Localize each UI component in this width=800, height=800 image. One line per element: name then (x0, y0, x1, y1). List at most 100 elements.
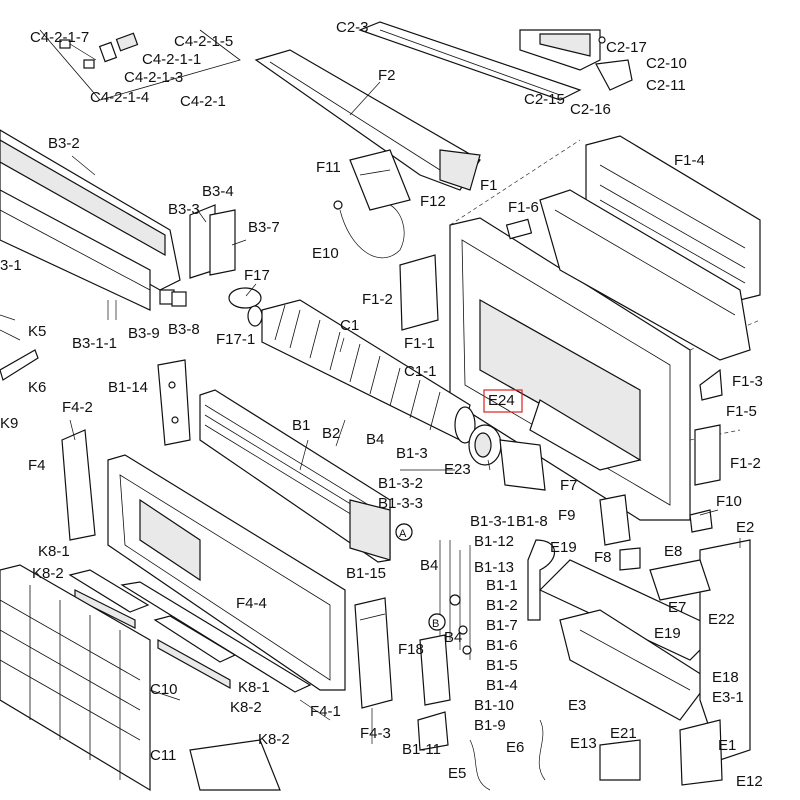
f4-3-panel (354, 597, 393, 709)
label-e22: E22 (708, 611, 735, 628)
label-f4: F4 (28, 457, 46, 474)
label-b3-2: B3-2 (48, 135, 80, 152)
label-b1-3-1: B1-3-1 (470, 513, 515, 530)
label-b3-9: B3-9 (128, 325, 160, 342)
label-b1-10: B1-10 (474, 697, 514, 714)
label-b1-4: B1-4 (486, 677, 518, 694)
label-c4-2-1-4: C4-2-1-4 (90, 89, 149, 106)
label-c1: C1 (340, 317, 359, 334)
label-f1: F1 (480, 177, 498, 194)
label-k9: K9 (0, 415, 18, 432)
f1-6-inner (505, 189, 751, 361)
label-c4-2-1-1: C4-2-1-1 (142, 51, 201, 68)
label-b1-8: B1-8 (516, 513, 548, 530)
f11-f12-e10 (333, 149, 411, 259)
f4-front-frame (61, 429, 346, 691)
label-b3-8: B3-8 (168, 321, 200, 338)
label-c2-11: C2-11 (646, 77, 686, 94)
leader-lines (69, 81, 741, 744)
label-b1: B1 (292, 417, 310, 434)
label-c2-16: C2-16 (570, 101, 611, 118)
label-e2: E2 (736, 519, 754, 536)
label-b1-15: B1-15 (346, 565, 386, 582)
label-c4-2-1-7: C4-2-1-7 (30, 29, 89, 46)
f1-3-f1-5-parts (0, 314, 723, 401)
label-e19a: E19 (550, 539, 577, 556)
label-f1-6: F1-6 (508, 199, 539, 216)
b1-14-bracket (157, 359, 191, 446)
label-f1-3: F1-3 (732, 373, 763, 390)
label-f1-4: F1-4 (674, 152, 705, 169)
label-e24: E24 (488, 392, 515, 409)
label-f4-4: F4-4 (236, 595, 267, 612)
label-e18: E18 (712, 669, 739, 686)
label-b1-12: B1-12 (474, 533, 514, 550)
label-b1-9: B1-9 (474, 717, 506, 734)
label-b3-7: B3-7 (248, 219, 280, 236)
callout-a: A (395, 523, 413, 541)
k8-c10-filters (0, 564, 312, 792)
label-e3-1: E3-1 (712, 689, 744, 706)
label-c11: C11 (150, 747, 176, 764)
label-b2: B2 (322, 425, 340, 442)
label-k8-1b: K8-1 (238, 679, 270, 696)
label-k8-2a: K8-2 (32, 565, 64, 582)
f1-2-brackets (399, 254, 721, 486)
label-b4a: B4 (366, 431, 384, 448)
label-f11: F11 (316, 159, 341, 176)
label-f9: F9 (558, 507, 576, 524)
label-f8: F8 (594, 549, 612, 566)
label-b4c: B4 (444, 629, 462, 646)
label-c2-10: C2-10 (646, 55, 687, 72)
label-f17-1: F17-1 (216, 331, 255, 348)
callout-b-label: B (432, 618, 439, 630)
callout-b: B (428, 613, 446, 631)
label-c2-15: C2-15 (524, 91, 565, 108)
label-e7: E7 (668, 599, 686, 616)
callout-a-label: A (399, 528, 407, 540)
label-b4b: B4 (420, 557, 438, 574)
part-labels: C4-2-1-7 C4-2-1-5C4-2-1-1C4-2-1-3C4-2-1-4… (0, 19, 763, 790)
label-c2-17: C2-17 (606, 39, 647, 56)
label-b1-7: B1-7 (486, 617, 518, 634)
label-f7: F7 (560, 477, 578, 494)
label-b3-1: 3-1 (0, 257, 22, 274)
label-c4-2-1-5: C4-2-1-5 (174, 33, 233, 50)
label-e1: E1 (718, 737, 736, 754)
label-b1-3-2: B1-3-2 (378, 475, 423, 492)
label-c2-3: C2-3 (336, 19, 369, 36)
label-b1-6: B1-6 (486, 637, 518, 654)
label-k6: K6 (28, 379, 46, 396)
label-b1-13: B1-13 (474, 559, 514, 576)
label-f2: F2 (378, 67, 396, 84)
label-e3: E3 (568, 697, 586, 714)
label-e5: E5 (448, 765, 466, 782)
label-c4-2-1-3: C4-2-1-3 (124, 69, 183, 86)
label-f17: F17 (244, 267, 270, 284)
e-electrical-group (469, 494, 751, 791)
label-f18: F18 (398, 641, 424, 658)
b3-assembly (0, 129, 236, 320)
label-e23: E23 (444, 461, 471, 478)
label-f10: F10 (716, 493, 742, 510)
label-b1-2: B1-2 (486, 597, 518, 614)
c2-assembly (358, 21, 633, 101)
label-e12: E12 (736, 773, 763, 790)
label-f4-1: F4-1 (310, 703, 341, 720)
label-b1-3-3: B1-3-3 (378, 495, 423, 512)
c1-fan (228, 287, 476, 444)
label-f1-5: F1-5 (726, 403, 757, 420)
label-b3-1-1: B3-1-1 (72, 335, 117, 352)
label-b3-4: B3-4 (202, 183, 234, 200)
label-k8-2b: K8-2 (230, 699, 262, 716)
label-f12: F12 (420, 193, 446, 210)
label-e19b: E19 (654, 625, 681, 642)
label-f1-2b: F1-2 (730, 455, 761, 472)
e24-motor (468, 424, 546, 491)
label-e21: E21 (610, 725, 637, 742)
label-c10: C10 (150, 681, 178, 698)
label-k8-2c: K8-2 (258, 731, 290, 748)
label-e13: E13 (570, 735, 597, 752)
label-b1-1: B1-1 (486, 577, 518, 594)
